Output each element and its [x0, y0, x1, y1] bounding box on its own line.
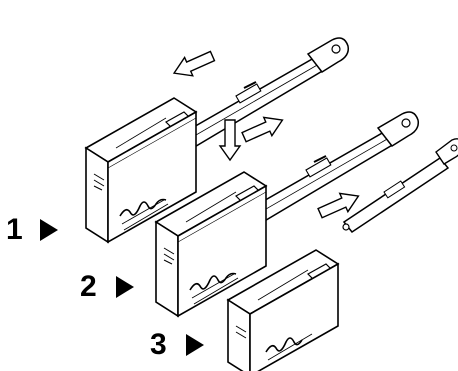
step-1-pointer-icon: [40, 219, 58, 241]
step-2-pointer-icon: [116, 276, 134, 298]
left-arrow-icon: [169, 46, 218, 83]
step-2-number: 2: [80, 270, 97, 303]
down-arrow-icon: [218, 119, 242, 162]
cartridge-3: [226, 249, 340, 371]
step-3-pointer-icon: [186, 334, 204, 356]
step-1-number: 1: [6, 213, 23, 246]
loose-tab: [342, 138, 458, 234]
step-3-number: 3: [150, 328, 167, 361]
